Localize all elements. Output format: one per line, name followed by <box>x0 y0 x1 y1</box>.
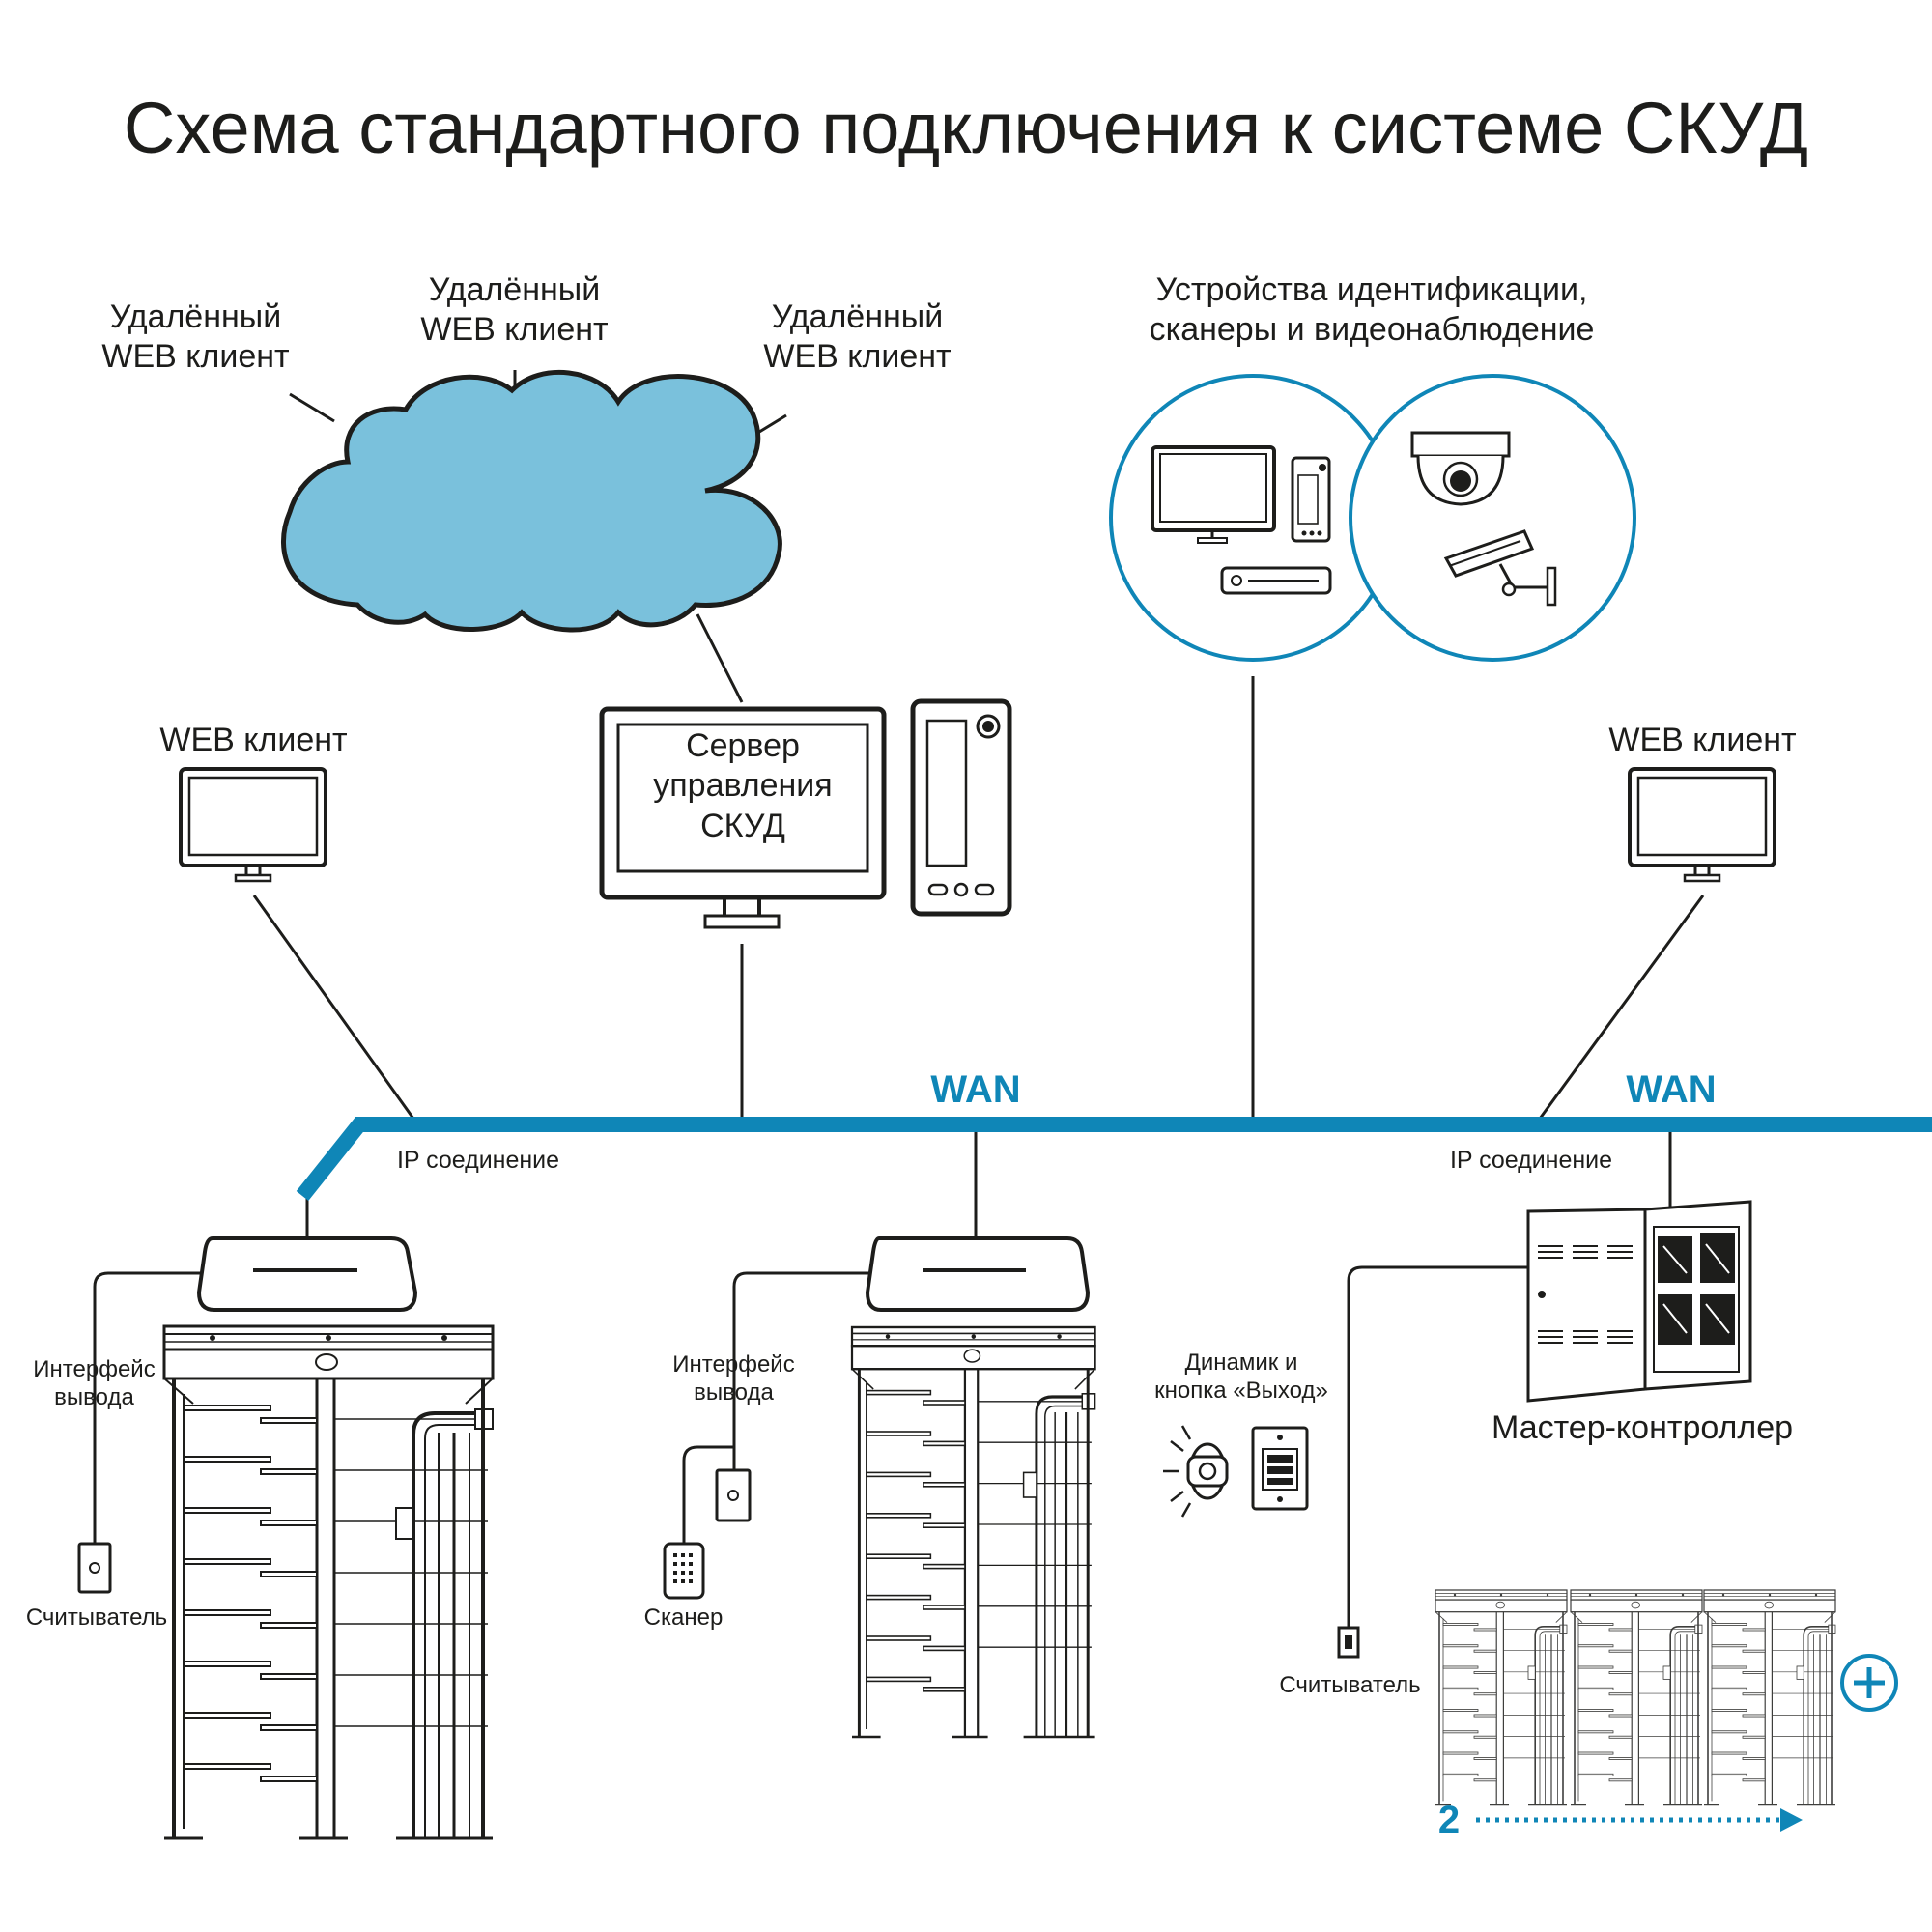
wan-label-2: WAN <box>1626 1068 1717 1111</box>
right-reader-label: Считыватель <box>1279 1672 1421 1698</box>
wan-label-1: WAN <box>930 1068 1021 1111</box>
master-controller-label: Мастер-контроллер <box>1491 1409 1794 1446</box>
web-client-left-label: WEB клиент <box>159 722 348 758</box>
master-controller-cabinet <box>1526 1200 1752 1403</box>
server-monitor <box>599 706 887 929</box>
speaker-icon <box>1163 1425 1229 1518</box>
middle-turnstile <box>850 1236 1097 1739</box>
ip-connection-label-1: IP соединение <box>396 1147 560 1174</box>
left-turnstile <box>162 1236 495 1840</box>
server-tower <box>910 698 1012 917</box>
scanner-device <box>663 1542 705 1600</box>
cloud-shape <box>280 369 782 633</box>
devices-circles <box>1109 374 1636 662</box>
web-client-right-label: WEB клиент <box>1608 722 1797 758</box>
scanner-label: Сканер <box>643 1605 724 1631</box>
expansion-arrow <box>1476 1808 1803 1832</box>
expansion-count: 2 <box>1437 1799 1461 1841</box>
connection-lines <box>93 370 1705 1628</box>
left-reader-label: Считыватель <box>25 1605 168 1631</box>
exit-button-icon <box>1251 1426 1309 1511</box>
devices-group-label: Устройства идентификации,сканеры и видео… <box>1149 271 1595 349</box>
web-client-right-monitor <box>1628 767 1776 883</box>
expansion-turnstiles <box>1435 1589 1836 1806</box>
web-client-left-monitor <box>179 767 327 883</box>
add-more-icon <box>1840 1654 1898 1712</box>
wan-bus <box>296 1117 1932 1201</box>
page-title: Схема стандартного подключения к системе… <box>123 88 1809 168</box>
ip-connection-label-2: IP соединение <box>1449 1147 1613 1174</box>
